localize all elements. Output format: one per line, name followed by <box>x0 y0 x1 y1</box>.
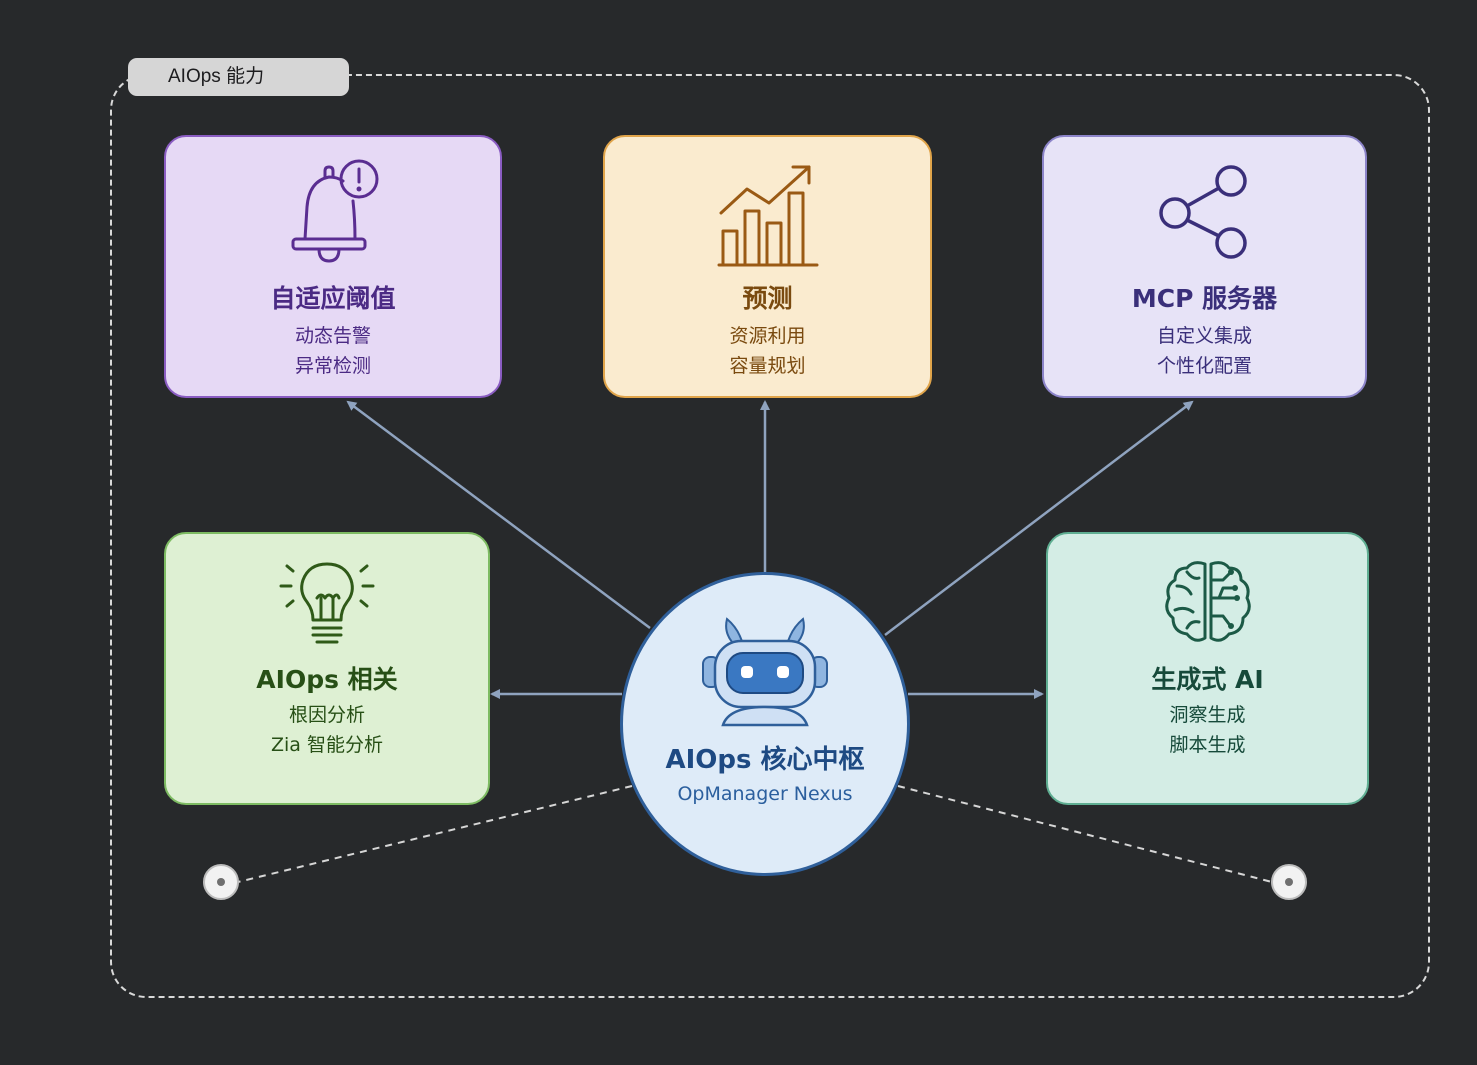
card-title: 生成式 AI <box>1151 665 1264 694</box>
dashed-link-left <box>237 785 633 883</box>
card-line: 洞察生成 <box>1169 704 1246 726</box>
connector-endpoint-left <box>203 864 239 900</box>
hub-title: AIOps 核心中枢 <box>665 745 865 775</box>
card-mcp-server[interactable]: MCP 服务器 自定义集成 个性化配置 <box>1042 135 1367 398</box>
card-aiops-related[interactable]: AIOps 相关 根因分析 Zia 智能分析 <box>164 532 490 805</box>
card-line: 个性化配置 <box>1156 355 1252 377</box>
brain-circuit-icon <box>1164 561 1251 642</box>
card-line: 脚本生成 <box>1169 734 1246 756</box>
arrow-to-adaptive <box>346 400 651 630</box>
hub-subtitle: OpManager Nexus <box>677 783 853 805</box>
trending-chart-icon <box>717 165 818 267</box>
card-title: AIOps 相关 <box>256 665 398 694</box>
card-title: MCP 服务器 <box>1131 284 1278 313</box>
lightbulb-icon <box>279 562 375 644</box>
card-line: 资源利用 <box>729 325 806 347</box>
connector-endpoint-right <box>1271 864 1307 900</box>
card-generative-ai[interactable]: 生成式 AI 洞察生成 脚本生成 <box>1046 532 1369 805</box>
card-line: Zia 智能分析 <box>271 734 383 756</box>
card-line: 根因分析 <box>288 704 365 726</box>
aiops-group-frame <box>110 74 1430 998</box>
card-line: 自定义集成 <box>1156 325 1252 347</box>
card-title: 自适应阈值 <box>270 284 396 313</box>
card-line: 容量规划 <box>729 355 806 377</box>
bell-alert-icon <box>291 159 379 263</box>
arrow-to-mcp <box>884 400 1194 636</box>
card-adaptive-threshold[interactable]: 自适应阈值 动态告警 异常检测 <box>164 135 502 398</box>
share-icon <box>1158 165 1247 259</box>
card-title: 预测 <box>742 284 793 313</box>
group-label: AIOps 能力 <box>128 58 349 96</box>
aiops-core-hub[interactable]: AIOps 核心中枢 OpManager Nexus <box>620 572 910 876</box>
robot-icon <box>702 617 828 727</box>
card-forecast[interactable]: 预测 资源利用 容量规划 <box>603 135 932 398</box>
card-line: 异常检测 <box>294 355 371 377</box>
card-line: 动态告警 <box>294 325 371 347</box>
